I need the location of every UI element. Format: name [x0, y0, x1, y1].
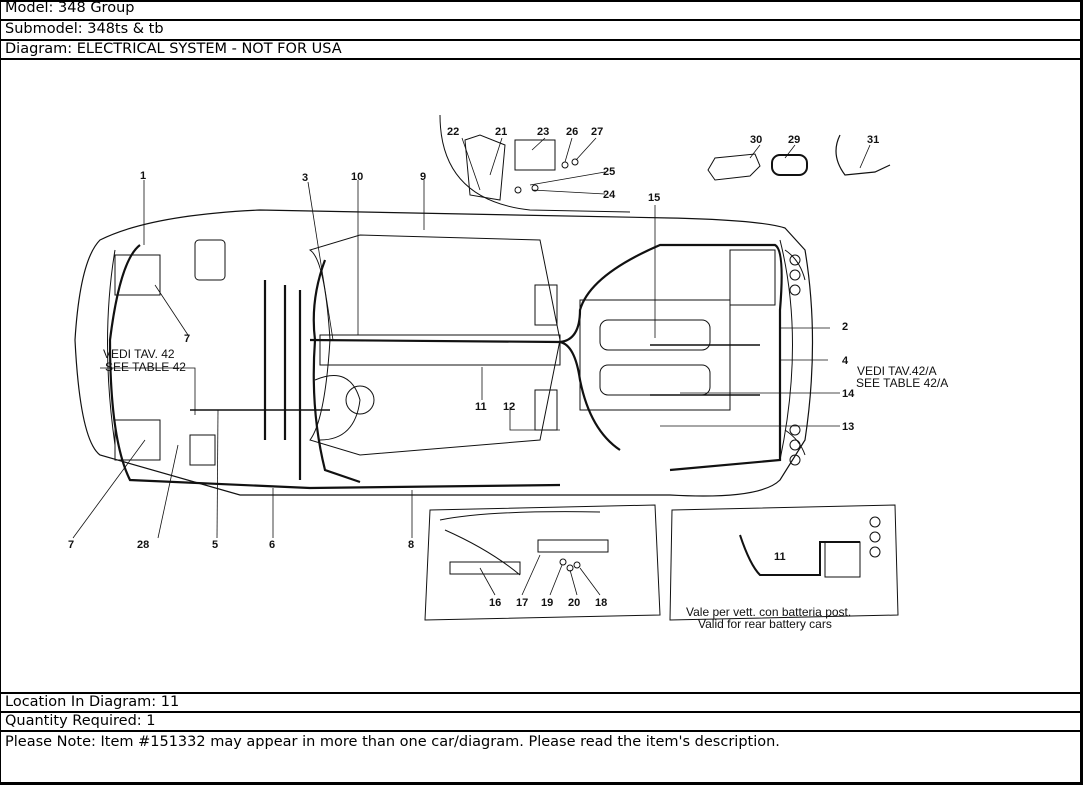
- model-row: Model: 348 Group: [1, 0, 1080, 19]
- callout-labels: 1 2 3 4 5 6 7 7 8 9 10 11 11 12 13 14 15…: [68, 126, 879, 609]
- callout-20: 20: [568, 597, 580, 609]
- grommet-parts: [707, 134, 891, 181]
- diagram-title: Diagram: ELECTRICAL SYSTEM - NOT FOR USA: [5, 41, 342, 57]
- location-row: Location In Diagram: 11: [1, 692, 1080, 711]
- leader-lines: [72, 137, 871, 596]
- car-body: [74, 209, 814, 497]
- callout-12: 12: [503, 401, 515, 413]
- callout-1: 1: [140, 170, 146, 182]
- see-table-42a-it: VEDI TAV.42/A: [857, 364, 937, 378]
- callout-15: 15: [648, 192, 660, 204]
- callout-17: 17: [516, 597, 528, 609]
- callout-6: 6: [269, 539, 275, 551]
- callout-29: 29: [788, 134, 800, 146]
- callout-19: 19: [541, 597, 553, 609]
- callout-23: 23: [537, 126, 549, 138]
- quantity-required: Quantity Required: 1: [5, 713, 156, 729]
- item-note: Please Note: Item #151332 may appear in …: [5, 734, 780, 750]
- callout-30: 30: [750, 134, 762, 146]
- callout-4: 4: [842, 355, 849, 367]
- callout-2: 2: [842, 321, 848, 333]
- inset-caption-it: Vale per vett. con batteria post.: [686, 605, 851, 619]
- diagram-area: [1, 58, 1080, 692]
- inset-door-rails: [424, 504, 661, 621]
- callout-3: 3: [302, 172, 308, 184]
- callout-24: 24: [603, 189, 616, 201]
- relay-bracket-parts: [439, 114, 631, 213]
- note-row: Please Note: Item #151332 may appear in …: [1, 730, 1080, 783]
- callout-5: 5: [212, 539, 218, 551]
- wiring-harness: [108, 243, 783, 490]
- callout-25: 25: [603, 166, 615, 178]
- callout-18: 18: [595, 597, 607, 609]
- callout-21: 21: [495, 126, 507, 138]
- callout-16: 16: [489, 597, 501, 609]
- callout-22: 22: [447, 126, 459, 138]
- callout-14: 14: [842, 388, 855, 400]
- location-in-diagram: Location In Diagram: 11: [5, 694, 180, 710]
- inset-rear-battery: [669, 504, 899, 621]
- callout-31: 31: [867, 134, 879, 146]
- callout-8: 8: [408, 539, 414, 551]
- submodel-label: Submodel: 348ts & tb: [5, 21, 164, 37]
- submodel-row: Submodel: 348ts & tb: [1, 19, 1080, 39]
- callout-10: 10: [351, 171, 363, 183]
- callout-7a: 7: [184, 333, 190, 345]
- see-table-42-en: SEE TABLE 42: [105, 360, 186, 374]
- callout-13: 13: [842, 421, 854, 433]
- top-border: [0, 0, 1080, 2]
- callout-27: 27: [591, 126, 603, 138]
- diagram-row: Diagram: ELECTRICAL SYSTEM - NOT FOR USA: [1, 39, 1080, 58]
- callout-9: 9: [420, 171, 426, 183]
- see-table-42a-en: SEE TABLE 42/A: [856, 376, 948, 390]
- callout-11-inset: 11: [774, 551, 786, 563]
- model-label: Model: 348 Group: [5, 0, 135, 16]
- callout-7b: 7: [68, 539, 74, 551]
- callout-26: 26: [566, 126, 578, 138]
- see-table-42-it: VEDI TAV. 42: [103, 347, 175, 361]
- callout-11: 11: [475, 401, 487, 413]
- inset-caption-en: Valid for rear battery cars: [698, 617, 832, 631]
- quantity-row: Quantity Required: 1: [1, 711, 1080, 730]
- electrical-diagram: 1 2 3 4 5 6 7 7 8 9 10 11 11 12 13 14 15…: [68, 114, 948, 631]
- callout-28: 28: [137, 539, 149, 551]
- reference-notes: VEDI TAV. 42 SEE TABLE 42 VEDI TAV.42/A …: [103, 347, 948, 631]
